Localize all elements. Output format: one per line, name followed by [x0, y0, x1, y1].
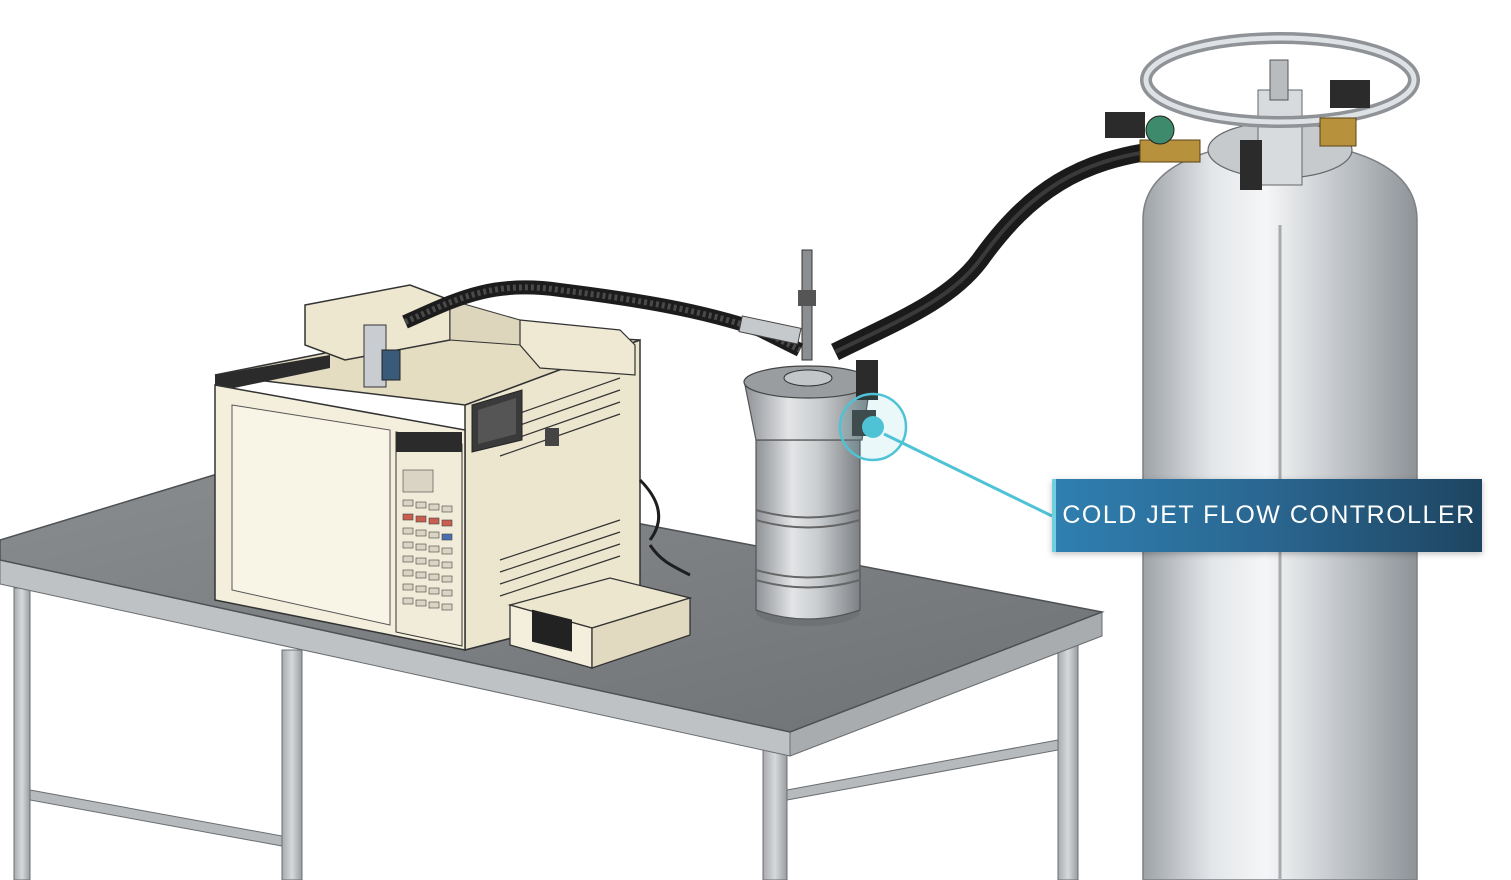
leader-line — [883, 432, 1053, 518]
transfer-hose — [402, 141, 1162, 361]
callout-label: COLD JET FLOW CONTROLLER — [1062, 501, 1476, 529]
cold-jet-flow-controller-callout: COLD JET FLOW CONTROLLER — [1052, 479, 1482, 552]
liquid-nitrogen-tank — [1105, 32, 1420, 880]
gas-chromatograph — [214, 284, 641, 651]
highlight-marker — [838, 392, 1053, 518]
cable — [638, 478, 691, 577]
control-box — [507, 577, 693, 669]
dewar-vessel — [743, 249, 878, 626]
